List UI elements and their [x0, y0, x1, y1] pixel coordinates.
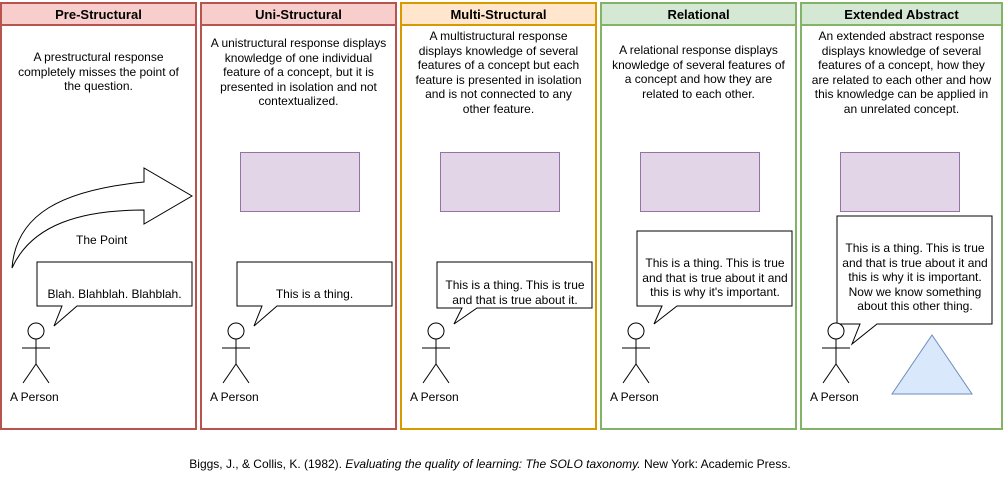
column-header: Uni-Structural: [202, 4, 395, 26]
column-extended-abstract: Extended Abstract An extended abstract r…: [800, 2, 1003, 430]
concept-rectangle: [440, 152, 560, 212]
column-description: An extended abstract response displays k…: [811, 29, 992, 116]
speech-bubble: [436, 261, 593, 325]
speech-bubble: [636, 230, 793, 325]
stick-figure-icon: [822, 322, 850, 384]
arrow-label: The Point: [76, 233, 128, 247]
citation: Biggs, J., & Collis, K. (1982). Evaluati…: [0, 457, 980, 471]
concept-rectangle: [240, 152, 360, 212]
column-relational: Relational A relational response display…: [600, 2, 797, 430]
speech-bubble: [236, 261, 393, 327]
stick-figure-icon: [422, 322, 450, 384]
person-label: A Person: [610, 390, 659, 404]
concept-rectangle: [840, 152, 960, 212]
column-description: A multistructural response displays know…: [415, 29, 582, 116]
citation-publisher: New York: Academic Press.: [640, 457, 791, 471]
column-multi-structural: Multi-Structural A multistructural respo…: [400, 2, 597, 430]
column-description: A prestructural response completely miss…: [18, 50, 179, 93]
column-description: A relational response displays knowledge…: [612, 43, 785, 101]
citation-authors: Biggs, J., & Collis, K. (1982).: [189, 457, 346, 471]
speech-text: This is a thing.: [275, 287, 354, 301]
stick-figure-icon: [222, 322, 250, 384]
person-label: A Person: [210, 390, 259, 404]
person-label: A Person: [10, 390, 59, 404]
speech-text: This is a thing. This is true and that i…: [445, 278, 585, 307]
citation-title: Evaluating the quality of learning: The …: [345, 457, 641, 471]
speech-bubble: [836, 215, 993, 346]
person-label: A Person: [410, 390, 459, 404]
curved-arrow-icon: [11, 167, 193, 269]
speech-text: This is a thing. This is true and that i…: [842, 241, 988, 313]
column-header: Extended Abstract: [802, 4, 1001, 26]
triangle-icon: [891, 334, 973, 395]
stick-figure-icon: [622, 322, 650, 384]
column-description: A unistructural response displays knowle…: [210, 36, 387, 108]
column-pre-structural: Pre-Structural A prestructural response …: [0, 2, 197, 430]
column-header: Relational: [602, 4, 795, 26]
speech-text: Blah. Blahblah. Blahblah.: [47, 287, 182, 301]
column-header: Multi-Structural: [402, 4, 595, 26]
stick-figure-icon: [22, 322, 50, 384]
speech-text: This is a thing. This is true and that i…: [642, 256, 788, 299]
person-label: A Person: [810, 390, 859, 404]
column-header: Pre-Structural: [2, 4, 195, 26]
column-uni-structural: Uni-Structural A unistructural response …: [200, 2, 397, 430]
speech-bubble: [36, 261, 193, 327]
concept-rectangle: [640, 152, 760, 212]
